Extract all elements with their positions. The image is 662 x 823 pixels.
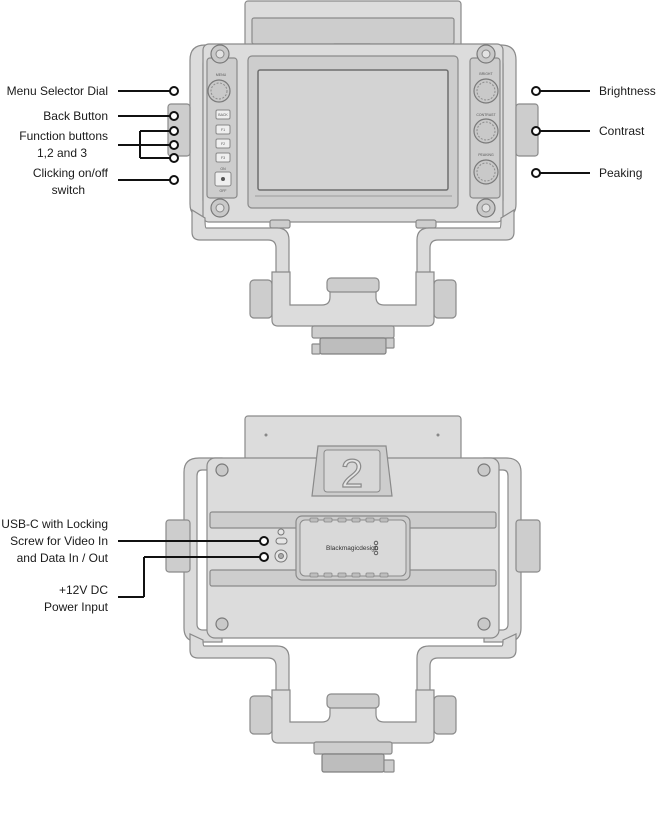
label-menu-selector-dial: Menu Selector Dial bbox=[7, 84, 108, 98]
label-back-button: Back Button bbox=[43, 109, 108, 123]
switch-on-caption: ON bbox=[220, 167, 226, 171]
front-view-device: MENU BACK F1 F2 F3 ON OFF BRIGHT CONTRAS… bbox=[167, 0, 539, 355]
label-brightness: Brightness bbox=[599, 84, 656, 98]
switch-marker bbox=[169, 175, 179, 185]
label-clicking-switch-1: Clicking on/off bbox=[33, 166, 109, 180]
label-function-buttons-1: Function buttons bbox=[19, 129, 108, 143]
contrast-marker bbox=[531, 126, 541, 136]
peaking-marker bbox=[531, 168, 541, 178]
label-power-input-1: +12V DC bbox=[59, 583, 108, 597]
f2-button-caption: F2 bbox=[221, 142, 225, 146]
f3-button-caption: F3 bbox=[221, 156, 225, 160]
power-input-marker bbox=[259, 552, 269, 562]
label-clicking-switch-2: switch bbox=[52, 183, 85, 197]
label-peaking: Peaking bbox=[599, 166, 642, 180]
tally-number: 2 bbox=[341, 452, 363, 496]
f1-marker bbox=[169, 126, 179, 136]
label-usb-c-3: and Data In / Out bbox=[17, 551, 109, 565]
bright-knob-caption: BRIGHT bbox=[479, 72, 493, 76]
label-usb-c-2: Screw for Video In bbox=[10, 534, 108, 548]
label-usb-c-1: USB-C with Locking bbox=[1, 517, 108, 531]
f3-marker bbox=[169, 153, 179, 163]
brightness-marker bbox=[531, 86, 541, 96]
peaking-knob-caption: PEAKING bbox=[478, 153, 494, 157]
usb-c-marker bbox=[259, 536, 269, 546]
rear-callouts bbox=[118, 536, 269, 598]
rear-view-device: 2 Blackmagicdesign bbox=[165, 415, 541, 773]
switch-off-caption: OFF bbox=[220, 189, 227, 193]
f1-button-caption: F1 bbox=[221, 128, 225, 132]
contrast-knob-caption: CONTRAST bbox=[476, 113, 496, 117]
menu-dial-marker bbox=[169, 86, 179, 96]
label-function-buttons-2: 1,2 and 3 bbox=[37, 146, 87, 160]
back-button-marker bbox=[169, 111, 179, 121]
front-callouts bbox=[118, 86, 590, 185]
f2-marker bbox=[169, 140, 179, 150]
menu-dial-caption: MENU bbox=[216, 73, 227, 77]
label-power-input-2: Power Input bbox=[44, 600, 109, 614]
back-button-caption: BACK bbox=[218, 113, 228, 117]
brand-logo-text: Blackmagicdesign bbox=[326, 545, 379, 552]
label-contrast: Contrast bbox=[599, 124, 645, 138]
